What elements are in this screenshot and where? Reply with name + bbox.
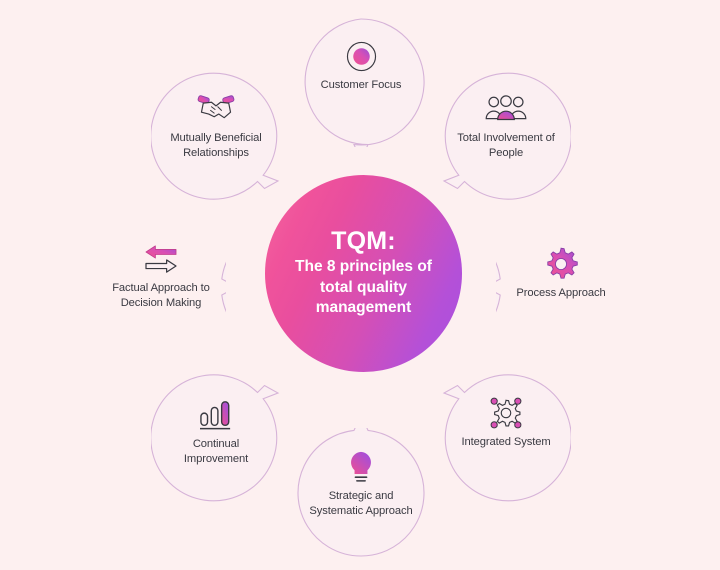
principle-bubble-factual-approach-to-decision-making[interactable]: Factual Approach to Decision Making	[96, 222, 226, 352]
bubble-shape	[496, 261, 501, 313]
principle-bubble-strategic-and-systematic-approach[interactable]: Strategic and Systematic Approach	[296, 428, 426, 558]
principle-bubble-total-involvement-of-people[interactable]: Total Involvement of People	[441, 72, 571, 202]
principle-bubble-customer-focus[interactable]: Customer Focus	[296, 17, 426, 147]
hub-subtitle: The 8 principles of total quality manage…	[295, 258, 432, 317]
principle-bubble-process-approach[interactable]: Process Approach	[496, 222, 626, 352]
principle-bubble-continual-improvement[interactable]: Continual Improvement	[151, 372, 281, 502]
bubble-shape	[442, 72, 571, 200]
principle-bubble-integrated-system[interactable]: Integrated System	[441, 372, 571, 502]
bubble-shape	[304, 18, 425, 147]
hub-title: TQM:	[331, 226, 396, 255]
principle-bubble-mutually-beneficial-relationships[interactable]: Mutually Beneficial Relationships	[151, 72, 281, 202]
bubble-shape	[221, 261, 226, 313]
center-hub: TQM: The 8 principles of total quality m…	[265, 175, 462, 372]
bubble-shape	[297, 428, 425, 557]
bubble-shape	[151, 72, 280, 200]
bubble-shape	[151, 374, 280, 502]
bubble-shape	[442, 374, 571, 502]
